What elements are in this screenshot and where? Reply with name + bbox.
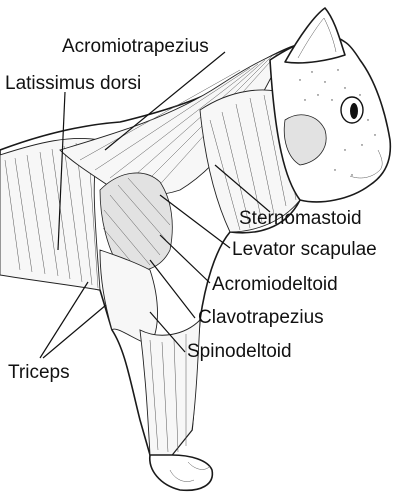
label-acromiodeltoid: Acromiodeltoid <box>212 274 338 295</box>
leader-triceps-2 <box>43 305 106 358</box>
label-latissimus-dorsi: Latissimus dorsi <box>5 73 141 94</box>
label-sternomastoid: Sternomastoid <box>239 208 362 229</box>
label-acromiotrapezius: Acromiotrapezius <box>62 36 209 57</box>
eye <box>341 97 363 123</box>
label-spinodeltoid: Spinodeltoid <box>187 341 292 362</box>
paw <box>150 455 213 490</box>
label-levator-scapulae: Levator scapulae <box>232 239 377 260</box>
label-clavotrapezius: Clavotrapezius <box>198 307 324 328</box>
label-triceps: Triceps <box>8 362 70 383</box>
ear <box>285 8 345 63</box>
leader-triceps-1 <box>40 282 88 358</box>
